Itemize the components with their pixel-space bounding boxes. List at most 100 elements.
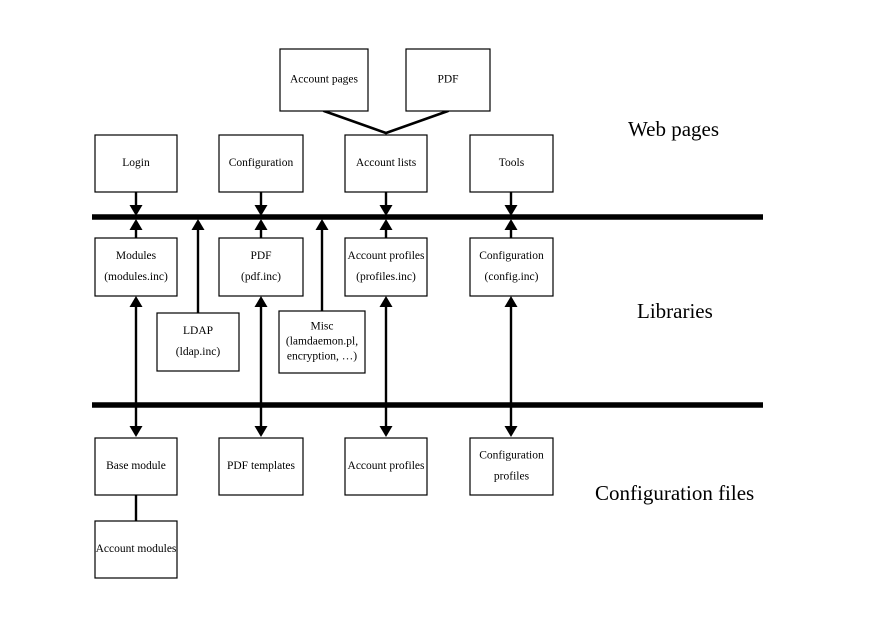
lib-misc-rect[interactable] — [278, 310, 366, 374]
login-down-to-divider1-arrowhead — [129, 205, 143, 216]
config-profiles-label-0: Configuration — [479, 450, 544, 462]
lib-configuration-rect[interactable] — [469, 237, 554, 297]
config-profiles-rect[interactable] — [469, 437, 554, 496]
connector-divider2-up-to-pdf — [254, 296, 268, 405]
lib-misc-label-2: encryption, …) — [287, 351, 357, 363]
lib-pdf-label-1: (pdf.inc) — [241, 271, 281, 283]
node-config-profiles[interactable]: Configuration profiles — [469, 437, 554, 496]
lib-account-profiles-label-1: (profiles.inc) — [356, 271, 416, 283]
lib-modules-label-0: Modules — [116, 250, 157, 262]
configuration-rect[interactable] — [218, 134, 304, 193]
lib-ldap-label-0: LDAP — [183, 325, 213, 337]
lib-account-profiles-rect[interactable] — [344, 237, 428, 297]
account-pages-label-0: Account pages — [290, 74, 359, 86]
connector-divider2-up-to-modules — [129, 296, 143, 405]
account-pages-rect[interactable] — [279, 48, 369, 112]
node-config-account-profiles[interactable]: Account profiles — [344, 437, 428, 496]
pdf-up-to-divider1-arrowhead — [254, 219, 268, 230]
divider2-up-to-account-profiles-arrowhead — [379, 296, 393, 307]
connector-divider2-down-to-pdf-templates — [254, 405, 268, 437]
connector-modules-up-to-divider1 — [129, 219, 143, 238]
divider2-down-to-account-profiles-arrowhead — [379, 426, 393, 437]
lib-pdf-rect[interactable] — [218, 237, 304, 297]
node-configuration[interactable]: Configuration — [218, 134, 304, 193]
connector-account-lists-down-to-divider1 — [379, 192, 393, 216]
lib-ldap-label-1: (ldap.inc) — [176, 346, 221, 358]
account-lists-down-to-divider1-arrowhead — [379, 205, 393, 216]
config-account-profiles-rect[interactable] — [344, 437, 428, 496]
connector-divider2-down-to-config-profiles — [504, 405, 518, 437]
node-tools[interactable]: Tools — [469, 134, 554, 193]
node-lib-configuration[interactable]: Configuration (config.inc) — [469, 237, 554, 297]
modules-up-to-divider1-arrowhead — [129, 219, 143, 230]
pdf-templates-label-0: PDF templates — [227, 460, 296, 472]
connector-tools-down-to-divider1 — [504, 192, 518, 216]
connector-account-profiles-up-to-divider1 — [379, 219, 393, 238]
node-lib-account-profiles[interactable]: Account profiles(profiles.inc) — [344, 237, 428, 297]
misc-up-to-divider1-arrowhead — [315, 219, 329, 230]
pdf-top-label-0: PDF — [437, 74, 458, 86]
account-modules-rect[interactable] — [94, 520, 178, 579]
base-module-rect[interactable] — [94, 437, 178, 496]
pdf-top-rect[interactable] — [405, 48, 491, 112]
lib-ldap-rect[interactable] — [156, 312, 240, 372]
account-lists-label-0: Account lists — [356, 157, 417, 169]
lib-modules-label-1: (modules.inc) — [104, 271, 168, 283]
node-lib-modules[interactable]: Modules (modules.inc) — [94, 237, 178, 297]
lib-misc-label-0: Misc — [311, 321, 334, 333]
lib-pdf-label-0: PDF — [250, 250, 271, 262]
divider2-down-to-pdf-templates-arrowhead — [254, 426, 268, 437]
login-rect[interactable] — [94, 134, 178, 193]
tools-label-0: Tools — [499, 157, 525, 169]
lib-modules-rect[interactable] — [94, 237, 178, 297]
login-label-0: Login — [122, 157, 150, 169]
connector-login-down-to-divider1 — [129, 192, 143, 216]
connector-account-pages-to-account-lists — [322, 109, 388, 135]
base-module-label-0: Base module — [106, 460, 166, 472]
divider2-up-to-modules-arrowhead — [129, 296, 143, 307]
lib-misc-label-1: (lamdaemon.pl, — [286, 336, 358, 348]
connector-pdf-top-to-account-lists — [384, 109, 450, 135]
section-label-libraries: Libraries — [637, 299, 713, 323]
node-lib-pdf[interactable]: PDF (pdf.inc) — [218, 237, 304, 297]
connector-configuration-down-to-divider1 — [254, 192, 268, 216]
configuration-lib-up-to-divider1-arrowhead — [504, 219, 518, 230]
config-account-profiles-label-0: Account profiles — [348, 460, 425, 472]
pdf-templates-rect[interactable] — [218, 437, 304, 496]
divider2-up-to-pdf-arrowhead — [254, 296, 268, 307]
account-modules-label-0: Account modules — [96, 543, 177, 555]
node-pdf-top[interactable]: PDF — [405, 48, 491, 112]
connector-divider2-down-to-account-profiles — [379, 405, 393, 437]
connector-misc-up-to-divider1 — [315, 219, 329, 311]
node-login[interactable]: Login — [94, 134, 178, 193]
account-lists-rect[interactable] — [344, 134, 428, 193]
connector-divider2-down-to-base-module — [129, 405, 143, 437]
divider-layer — [92, 214, 763, 408]
connector-pdf-up-to-divider1 — [254, 219, 268, 238]
node-account-modules[interactable]: Account modules — [94, 520, 178, 579]
node-pdf-templates[interactable]: PDF templates — [218, 437, 304, 496]
node-account-pages[interactable]: Account pages — [279, 48, 369, 112]
divider2-down-to-config-profiles-arrowhead — [504, 426, 518, 437]
lib-configuration-label-0: Configuration — [479, 250, 544, 262]
configuration-down-to-divider1-arrowhead — [254, 205, 268, 216]
node-account-lists[interactable]: Account lists — [344, 134, 428, 193]
tools-rect[interactable] — [469, 134, 554, 193]
section-label-configuration-files: Configuration files — [595, 481, 754, 505]
configuration-label-0: Configuration — [229, 157, 294, 169]
connector-ldap-up-to-divider1 — [191, 219, 205, 313]
connector-configuration-lib-up-to-divider1 — [504, 219, 518, 238]
ldap-up-to-divider1-arrowhead — [191, 219, 205, 230]
lib-configuration-label-1: (config.inc) — [485, 271, 539, 283]
node-lib-misc[interactable]: Misc (lamdaemon.pl, encryption, …) — [278, 310, 366, 374]
divider2-down-to-base-module-arrowhead — [129, 426, 143, 437]
tools-down-to-divider1-arrowhead — [504, 205, 518, 216]
node-lib-ldap[interactable]: LDAP (ldap.inc) — [156, 312, 240, 372]
node-base-module[interactable]: Base module — [94, 437, 178, 496]
divider2-up-to-configuration-lib-arrowhead — [504, 296, 518, 307]
config-profiles-label-1: profiles — [494, 471, 530, 483]
